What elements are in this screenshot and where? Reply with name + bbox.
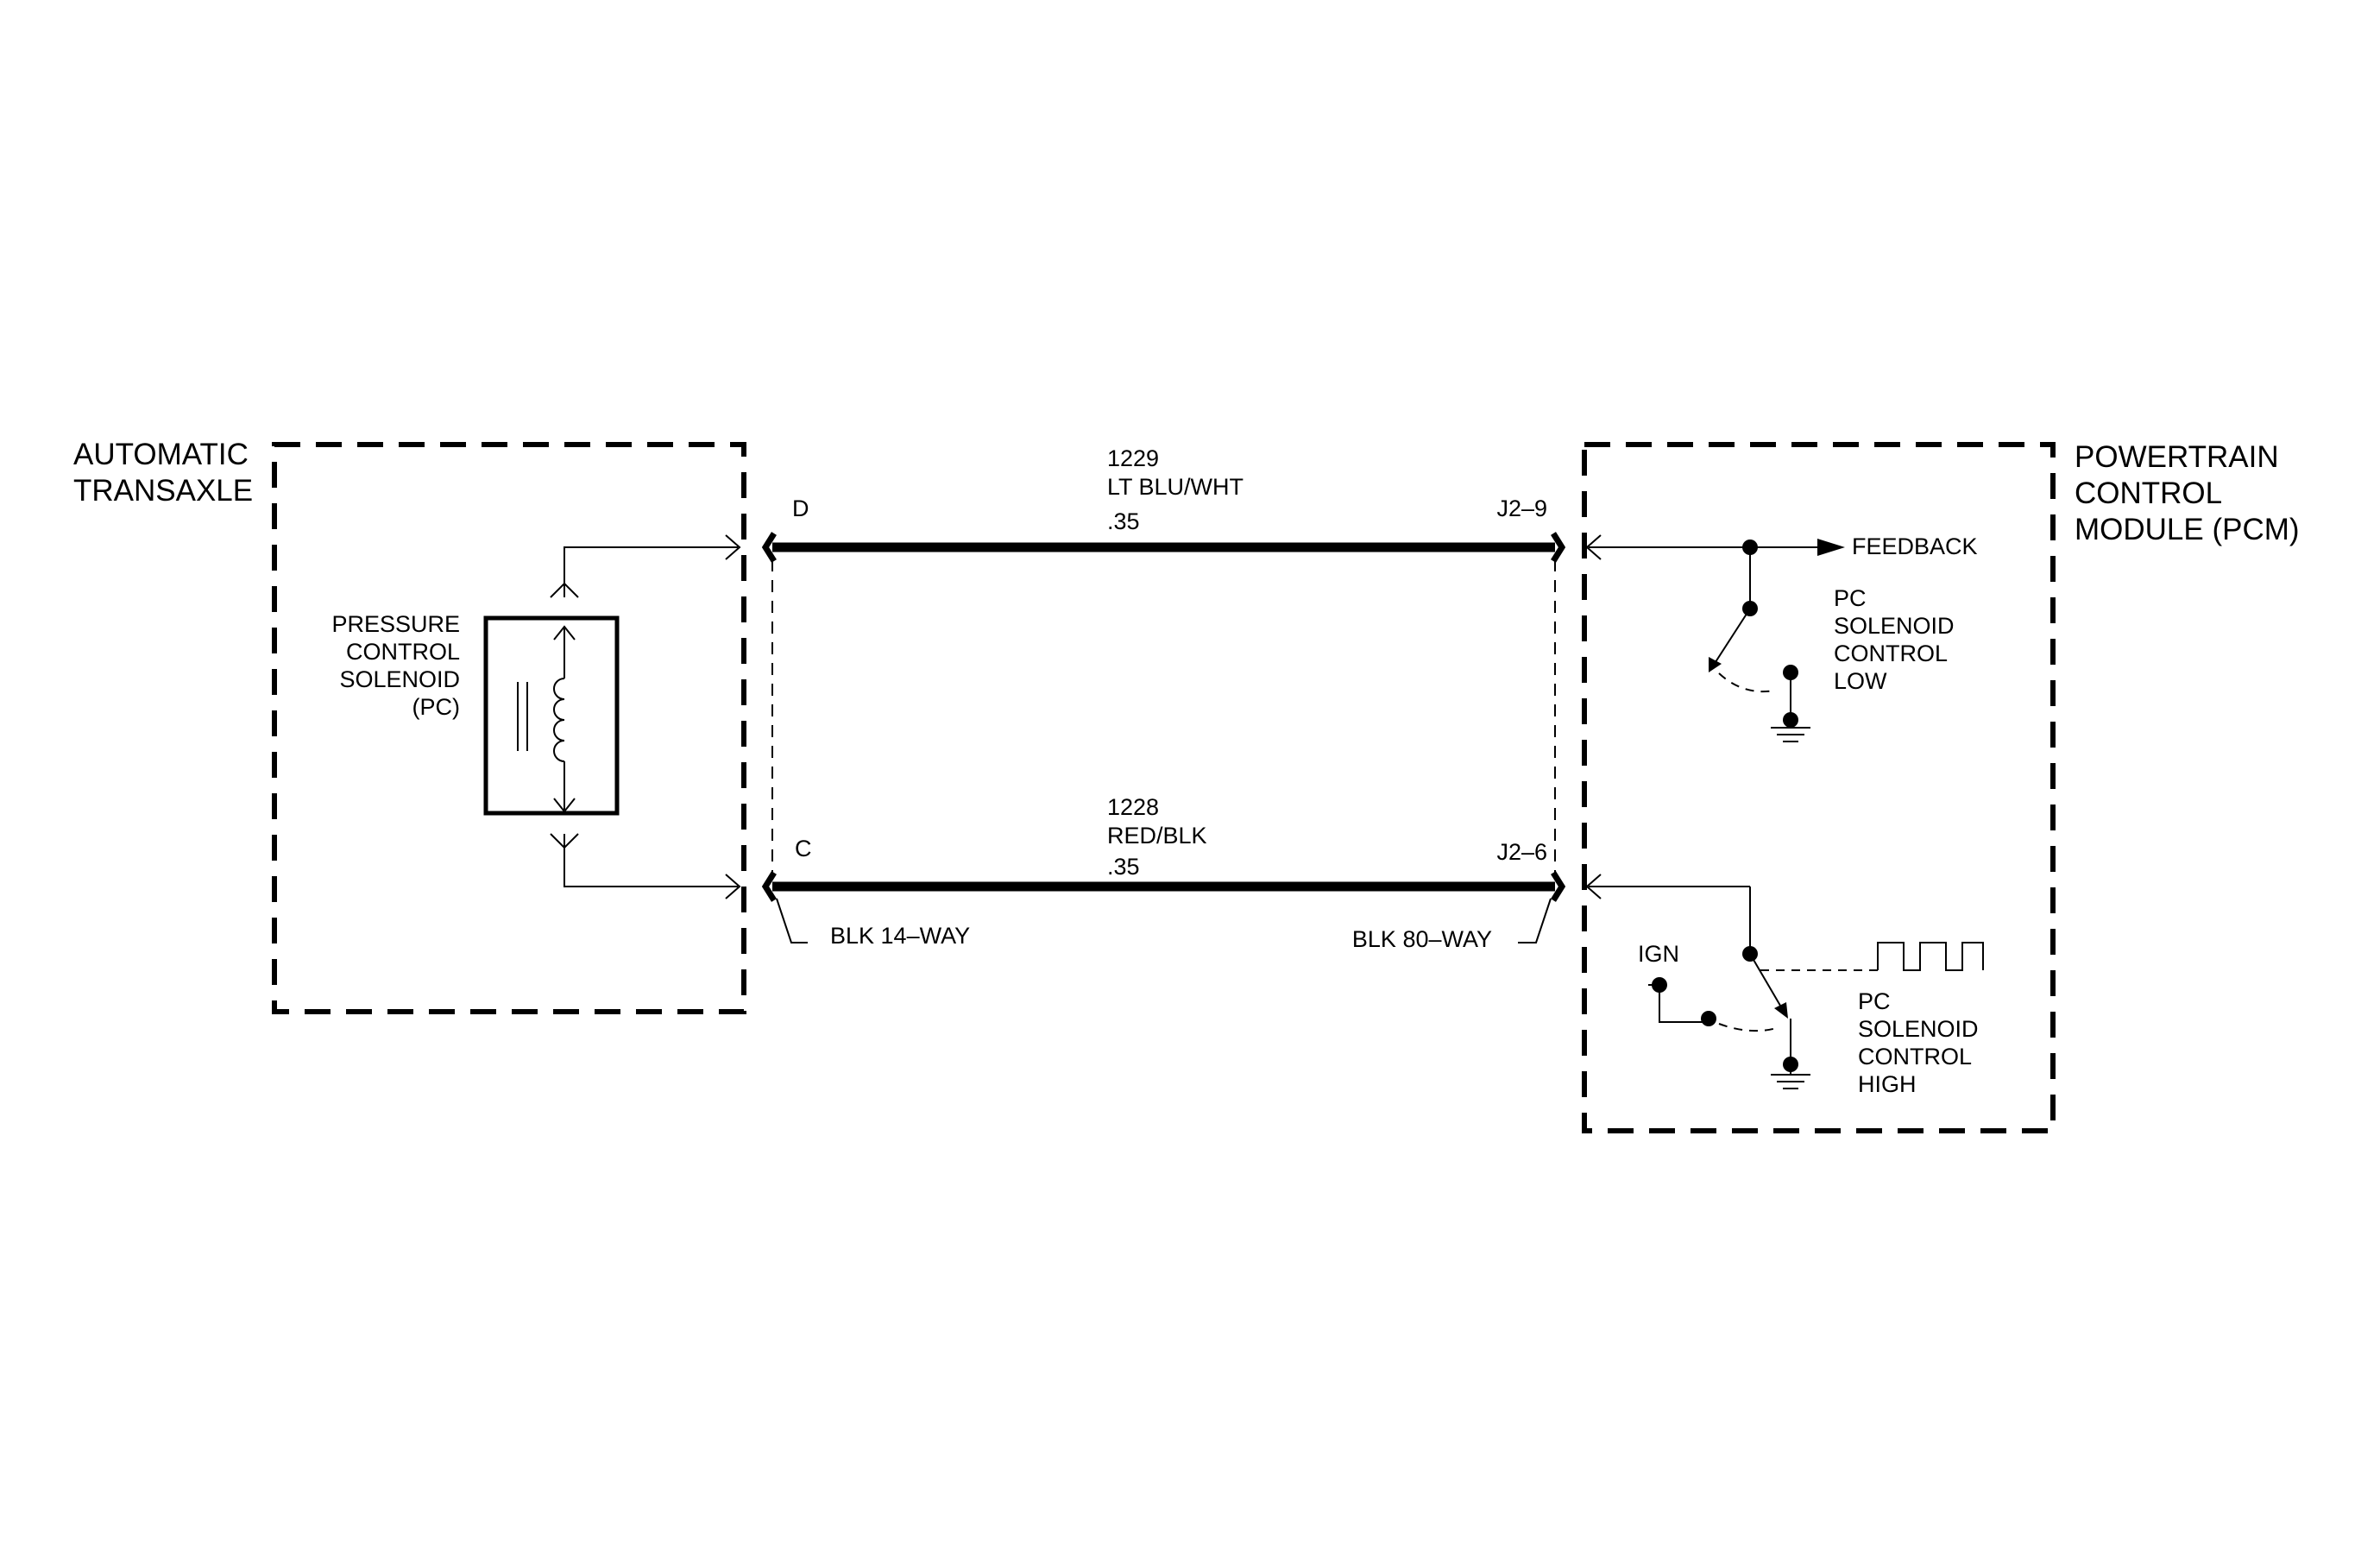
left-connector-bracket bbox=[776, 898, 808, 943]
solenoid-arrow-up-icon bbox=[553, 625, 576, 641]
low-side-driver bbox=[1589, 539, 1845, 742]
pwm-waveform-icon bbox=[1877, 942, 1984, 971]
wire-1228-right-pin: J2–6 bbox=[1496, 839, 1547, 865]
pcm-title-line2: CONTROL bbox=[2075, 476, 2222, 510]
solenoid-top-lead bbox=[550, 534, 741, 598]
transaxle-title-line1: AUTOMATIC bbox=[73, 438, 249, 471]
right-connector-label: BLK 80–WAY bbox=[1352, 926, 1492, 952]
ground-icon bbox=[1771, 1074, 1810, 1089]
high-switch-contact bbox=[1701, 1011, 1716, 1026]
solenoid-arrow-down-icon bbox=[553, 798, 576, 813]
wire-1229-circuit: 1229 bbox=[1107, 445, 1159, 471]
solenoid-box bbox=[483, 615, 620, 816]
left-connector-label: BLK 14–WAY bbox=[830, 923, 970, 949]
high-switch-blade bbox=[1749, 953, 1784, 1011]
automatic-transaxle-module: AUTOMATIC TRANSAXLE PRESSURE CONTROL SOL… bbox=[73, 438, 746, 1014]
pcm-module: POWERTRAIN CONTROL MODULE (PCM) FEEDBA bbox=[1582, 440, 2300, 1133]
high-switch-dashed-return bbox=[1718, 1023, 1780, 1032]
low-switch-label-line1: PC bbox=[1834, 585, 1867, 611]
wire-1228-left-pin: C bbox=[795, 836, 812, 861]
solenoid-label-line1: PRESSURE bbox=[331, 611, 460, 637]
solenoid-coil-icon bbox=[553, 678, 565, 762]
wire-1228-color: RED/BLK bbox=[1107, 823, 1207, 849]
high-switch-label-line2: SOLENOID bbox=[1858, 1016, 1979, 1042]
low-switch-arrow-icon bbox=[1709, 657, 1722, 672]
solenoid-label-line3: SOLENOID bbox=[339, 666, 460, 692]
low-switch-label-line2: SOLENOID bbox=[1834, 613, 1955, 639]
pcm-title-line3: MODULE (PCM) bbox=[2075, 513, 2300, 546]
pcm-boundary bbox=[1582, 442, 2056, 1133]
low-switch-label-line3: CONTROL bbox=[1834, 641, 1948, 666]
terminal-fork-icon bbox=[550, 833, 579, 849]
harness: 1229 LT BLU/WHT .35 D J2–9 1228 RED/BLK … bbox=[761, 445, 1566, 952]
terminal-fork-icon bbox=[550, 582, 579, 598]
ign-label: IGN bbox=[1638, 941, 1679, 967]
high-side-driver bbox=[1589, 886, 1984, 1089]
high-switch-label-line4: HIGH bbox=[1858, 1071, 1917, 1097]
pin-arrow-icon bbox=[725, 874, 741, 899]
solenoid-label-line2: CONTROL bbox=[346, 639, 460, 665]
pcm-pin-arrow-top-icon bbox=[1585, 534, 1602, 560]
solenoid-bottom-lead bbox=[550, 833, 741, 899]
ground-icon bbox=[1771, 727, 1810, 742]
right-connector-bracket bbox=[1518, 898, 1552, 943]
feedback-label: FEEDBACK bbox=[1852, 533, 1978, 559]
pin-arrow-icon bbox=[725, 534, 741, 560]
wire-1229-left-pin: D bbox=[792, 495, 809, 521]
wire-1229-gauge: .35 bbox=[1107, 508, 1140, 534]
wire-1229-color: LT BLU/WHT bbox=[1107, 474, 1244, 500]
feedback-arrow-icon bbox=[1817, 539, 1845, 556]
low-switch-label-line4: LOW bbox=[1834, 668, 1887, 694]
wire-1229-right-pin: J2–9 bbox=[1496, 495, 1547, 521]
solenoid-label-line4: (PC) bbox=[412, 694, 461, 720]
high-switch-label-line3: CONTROL bbox=[1858, 1044, 1972, 1070]
wire-1229-left-end bbox=[761, 532, 777, 563]
low-switch-blade bbox=[1713, 608, 1751, 666]
high-switch-arrow-icon bbox=[1774, 1002, 1788, 1019]
pcm-pin-arrow-bottom-icon bbox=[1585, 874, 1602, 899]
wire-1228-circuit: 1228 bbox=[1107, 794, 1159, 820]
high-switch-label-line1: PC bbox=[1858, 988, 1891, 1014]
transaxle-boundary bbox=[272, 442, 746, 1014]
transaxle-title-line2: TRANSAXLE bbox=[73, 474, 253, 508]
low-switch-dashed-link bbox=[1718, 672, 1775, 693]
wire-1228-gauge: .35 bbox=[1107, 854, 1140, 880]
wire-1228-left-end bbox=[761, 871, 777, 902]
wire-1229-right-end bbox=[1551, 532, 1566, 563]
pcm-title-line1: POWERTRAIN bbox=[2075, 440, 2279, 474]
wire-1228-right-end bbox=[1551, 871, 1566, 902]
